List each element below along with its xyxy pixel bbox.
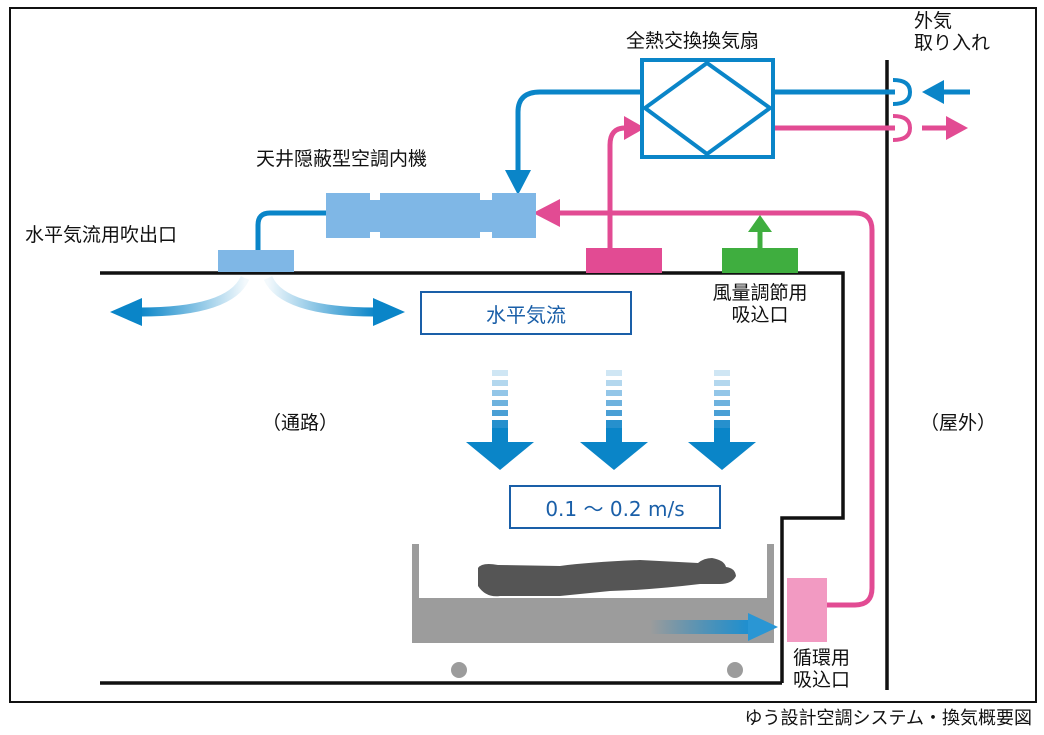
ac-unit-label: 天井隠蔽型空調内機: [256, 148, 428, 170]
outside-air-hood-pink: [892, 114, 913, 142]
horizontal-outlet-label: 水平気流用吹出口: [25, 224, 178, 246]
outdoor-label: （屋外）: [920, 412, 997, 434]
heat-exchanger: [640, 58, 775, 159]
diagram-caption: ゆう設計空調システム・換気概要図: [744, 708, 1032, 729]
downflow-arrows: [466, 370, 756, 470]
green-up-arrow: [748, 215, 772, 232]
outside-air-label-line1: 外気: [914, 10, 953, 32]
pink-ceiling-intake: [586, 248, 662, 273]
corridor-label: （通路）: [262, 412, 339, 434]
ac-unit: [326, 193, 536, 238]
airflow-intake-label-line1: 風量調節用: [712, 282, 808, 304]
airflow-right-arrow: [263, 275, 376, 317]
heat-exchanger-label: 全熱交換換気扇: [626, 30, 760, 52]
outer-frame: [9, 7, 1037, 703]
airflow-left-arrow: [139, 275, 250, 317]
horizontal-flow-box: 水平気流: [420, 291, 632, 335]
outside-air-label: 外気 取り入れ: [914, 10, 990, 54]
pink-circulation-duct: [555, 210, 875, 608]
circulation-intake-label: 循環用 吸込口: [793, 647, 850, 691]
pink-return-duct: [607, 125, 630, 250]
horizontal-outlet: [218, 250, 294, 272]
outside-air-label-line2: 取り入れ: [914, 32, 991, 54]
outside-air-in-arrow: [922, 80, 944, 104]
blue-outlet-duct: [255, 210, 326, 252]
airflow-intake-label: 風量調節用 吸込口: [690, 282, 830, 326]
airflow-intake-label-line2: 吸込口: [731, 304, 789, 326]
circulation-intake-label-line1: 循環用: [793, 647, 851, 669]
circulation-intake-label-line2: 吸込口: [793, 669, 851, 691]
green-airflow-intake: [722, 248, 798, 273]
bed-airflow-arrow: [650, 620, 750, 634]
blue-duct-arrowhead: [505, 170, 531, 195]
exhaust-out-arrow: [946, 116, 968, 140]
circulation-intake: [787, 578, 827, 642]
outside-air-hood-blue: [892, 78, 913, 106]
person-silhouette: [478, 558, 736, 597]
blue-supply-duct: [515, 89, 648, 175]
velocity-box: 0.1 〜 0.2 m/s: [509, 485, 721, 529]
